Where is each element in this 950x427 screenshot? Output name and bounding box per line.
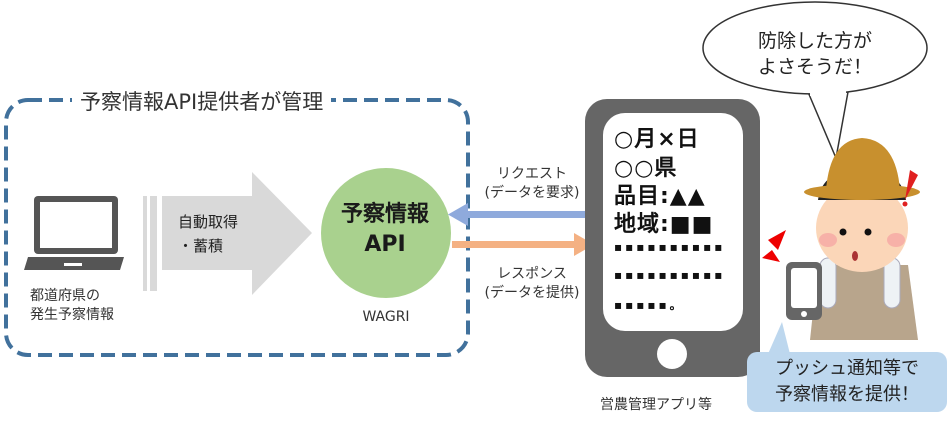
transfer-label-line2: ・蓄積 bbox=[178, 237, 224, 255]
screen-crop: 品目:▲▲ bbox=[614, 184, 706, 209]
screen-dots-3: ▪▪▪▪▪。 bbox=[614, 298, 685, 312]
response-label-line1: レスポンス bbox=[497, 266, 567, 282]
laptop-icon bbox=[24, 196, 124, 270]
transfer-label-line1: 自動取得 bbox=[178, 213, 239, 231]
app-caption: 営農管理アプリ等 bbox=[600, 397, 712, 413]
response-label-line2: (データを提供) bbox=[484, 285, 580, 301]
screen-region: 地域:■■ bbox=[614, 212, 714, 237]
screen-dots-2: ▪▪▪▪▪▪▪▪▪▪ bbox=[614, 268, 726, 282]
home-button bbox=[657, 339, 687, 369]
screen-dots-1: ▪▪▪▪▪▪▪▪▪▪ bbox=[614, 240, 726, 254]
screen-date: ○月×日 bbox=[614, 127, 700, 152]
speech-bubble bbox=[702, 1, 928, 161]
push-callout-line1: プッシュ通知等で bbox=[775, 358, 919, 379]
api-label: 予察情報 API bbox=[322, 200, 448, 260]
phone-icon bbox=[585, 99, 760, 377]
screen-prefecture: ○○県 bbox=[614, 156, 678, 181]
callout-tail bbox=[768, 322, 790, 354]
source-label-line2: 発生予察情報 bbox=[30, 307, 114, 323]
platform-label: WAGRI bbox=[362, 309, 410, 325]
managed-box-border bbox=[4, 98, 470, 357]
farmer-illustration bbox=[762, 138, 920, 340]
response-label: レスポンス (データを提供) bbox=[470, 265, 594, 303]
speech-line2: よさそうだ！ bbox=[757, 56, 872, 78]
push-callout: プッシュ通知等で 予察情報を提供！ bbox=[747, 352, 947, 412]
source-label-line1: 都道府県の bbox=[30, 288, 100, 304]
push-callout-line2: 予察情報を提供！ bbox=[775, 384, 919, 405]
speech-line1: 防除した方が bbox=[757, 30, 872, 52]
request-label: リクエスト (データを要求) bbox=[470, 165, 594, 203]
transfer-label: 自動取得 ・蓄積 bbox=[178, 210, 238, 258]
request-label-line2: (データを要求) bbox=[484, 185, 580, 201]
response-arrow bbox=[452, 233, 594, 256]
api-label-line1: 予察情報 bbox=[340, 202, 429, 227]
api-circle bbox=[321, 168, 451, 298]
api-label-line2: API bbox=[364, 232, 406, 257]
speech-bubble-text: 防除した方が よさそうだ！ bbox=[730, 28, 900, 80]
request-label-line1: リクエスト bbox=[497, 166, 567, 182]
request-arrow bbox=[448, 203, 590, 226]
source-label: 都道府県の 発生予察情報 bbox=[30, 287, 114, 325]
transfer-arrow bbox=[143, 172, 312, 295]
managed-box-title: 予察情報API提供者が管理 bbox=[72, 86, 332, 116]
